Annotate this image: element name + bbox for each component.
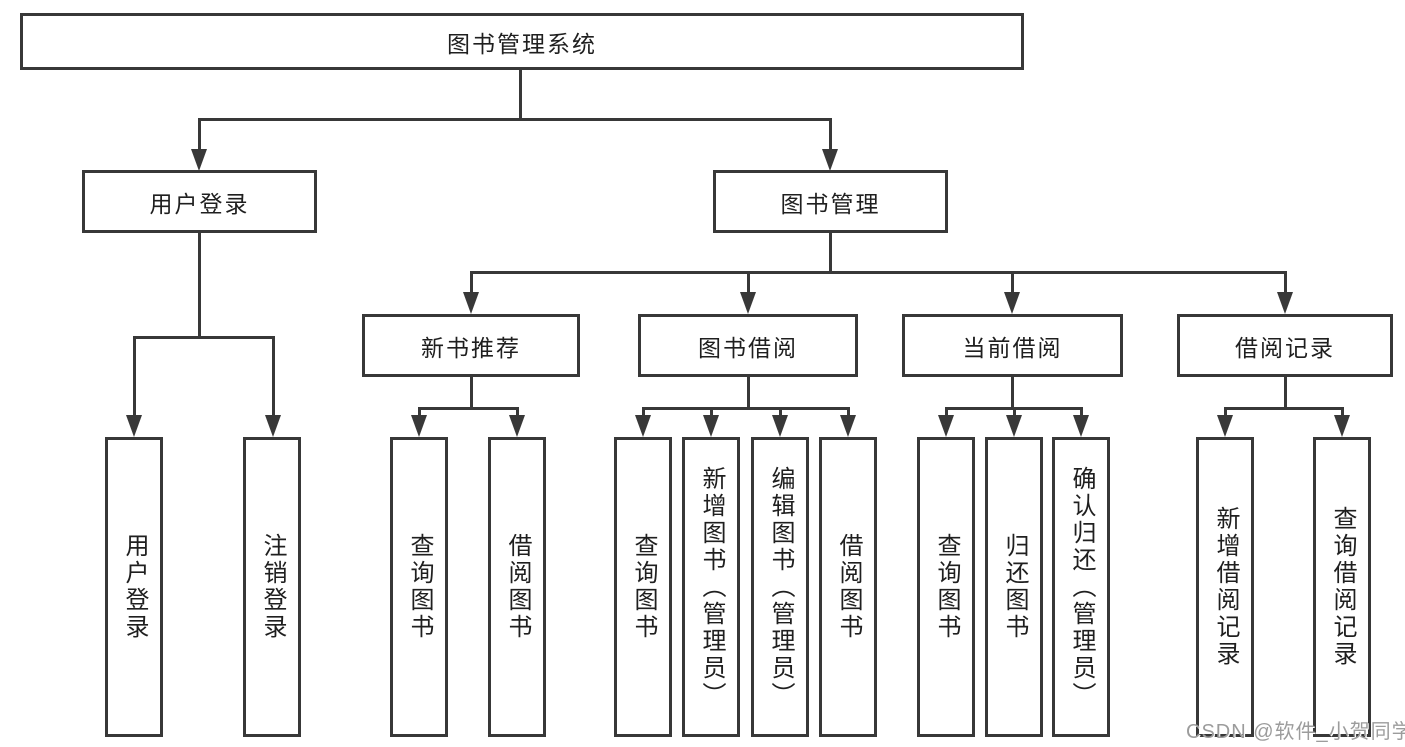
leaf-label: 查询借阅记录 xyxy=(1329,506,1356,668)
connector-vline xyxy=(470,271,473,296)
arrowhead xyxy=(1334,415,1350,437)
leaf-label: 注销登录 xyxy=(259,533,286,641)
arrowhead xyxy=(1277,292,1293,314)
connector-vline xyxy=(198,233,201,336)
leaf-label: 借阅图书 xyxy=(835,533,862,641)
leaf-label: 用户登录 xyxy=(121,533,148,641)
leaf-query-borrow-record: 查询借阅记录 xyxy=(1313,437,1371,737)
connector-vline xyxy=(642,407,645,419)
connector-hline xyxy=(1224,407,1344,410)
arrowhead xyxy=(635,415,651,437)
connector-hline xyxy=(418,407,519,410)
leaf-label: 确认归还（管理员） xyxy=(1068,465,1095,709)
leaf-query-books-current: 查询图书 xyxy=(917,437,975,737)
connector-vline xyxy=(516,407,519,419)
leaf-confirm-return-admin: 确认归还（管理员） xyxy=(1052,437,1110,737)
arrowhead xyxy=(938,415,954,437)
node-borrowing-records: 借阅记录 xyxy=(1177,314,1393,377)
leaf-logout-login: 注销登录 xyxy=(243,437,301,737)
connector-vline xyxy=(847,407,850,419)
arrowhead xyxy=(840,415,856,437)
connector-vline xyxy=(1284,271,1287,296)
leaf-label: 新增图书（管理员） xyxy=(698,465,725,709)
arrowhead xyxy=(1006,415,1022,437)
connector-vline xyxy=(1080,407,1083,419)
leaf-label: 查询图书 xyxy=(630,533,657,641)
leaf-label: 借阅图书 xyxy=(504,533,531,641)
connector-vline xyxy=(1011,377,1014,410)
connector-vline xyxy=(272,336,275,418)
node-book-management: 图书管理 xyxy=(713,170,948,233)
connector-vline xyxy=(519,70,522,118)
leaf-user-login: 用户登录 xyxy=(105,437,163,737)
connector-vline xyxy=(945,407,948,419)
arrowhead xyxy=(463,292,479,314)
connector-vline xyxy=(710,407,713,419)
node-book-borrowing: 图书借阅 xyxy=(638,314,858,377)
arrowhead xyxy=(411,415,427,437)
connector-vline xyxy=(1224,407,1227,419)
connector-vline xyxy=(1011,271,1014,296)
leaf-label: 查询图书 xyxy=(933,533,960,641)
arrowhead xyxy=(822,149,838,171)
connector-vline xyxy=(198,118,201,152)
arrowhead xyxy=(265,415,281,437)
connector-vline xyxy=(829,118,832,152)
connector-vline xyxy=(1341,407,1344,419)
leaf-borrow-books-borrowing: 借阅图书 xyxy=(819,437,877,737)
leaf-add-borrow-record: 新增借阅记录 xyxy=(1196,437,1254,737)
connector-vline xyxy=(1284,377,1287,410)
arrowhead xyxy=(1073,415,1089,437)
arrowhead xyxy=(1004,292,1020,314)
connector-hline xyxy=(642,407,850,410)
connector-vline xyxy=(747,377,750,410)
arrowhead xyxy=(126,415,142,437)
connector-hline xyxy=(133,336,274,339)
node-library-system: 图书管理系统 xyxy=(20,13,1024,70)
connector-vline xyxy=(133,336,136,418)
connector-vline xyxy=(829,233,832,274)
arrowhead xyxy=(703,415,719,437)
connector-hline xyxy=(198,118,832,121)
connector-hline xyxy=(470,271,1287,274)
leaf-label: 归还图书 xyxy=(1001,533,1028,641)
watermark: CSDN @软件_小贺同学 xyxy=(1186,721,1405,743)
leaf-label: 编辑图书（管理员） xyxy=(767,465,794,709)
arrowhead xyxy=(740,292,756,314)
leaf-label: 新增借阅记录 xyxy=(1212,506,1239,668)
leaf-query-books-borrowing: 查询图书 xyxy=(614,437,672,737)
leaf-query-books-recommend: 查询图书 xyxy=(390,437,448,737)
arrowhead xyxy=(509,415,525,437)
connector-vline xyxy=(470,377,473,410)
node-current-borrowing: 当前借阅 xyxy=(902,314,1123,377)
node-user-login: 用户登录 xyxy=(82,170,317,233)
connector-vline xyxy=(779,407,782,419)
node-new-book-recommend: 新书推荐 xyxy=(362,314,580,377)
leaf-label: 查询图书 xyxy=(406,533,433,641)
leaf-borrow-books-recommend: 借阅图书 xyxy=(488,437,546,737)
leaf-add-books-admin: 新增图书（管理员） xyxy=(682,437,740,737)
arrowhead xyxy=(1217,415,1233,437)
leaf-edit-books-admin: 编辑图书（管理员） xyxy=(751,437,809,737)
connector-vline xyxy=(1013,407,1016,419)
leaf-return-books: 归还图书 xyxy=(985,437,1043,737)
arrowhead xyxy=(191,149,207,171)
connector-vline xyxy=(747,271,750,296)
arrowhead xyxy=(772,415,788,437)
connector-vline xyxy=(418,407,421,419)
